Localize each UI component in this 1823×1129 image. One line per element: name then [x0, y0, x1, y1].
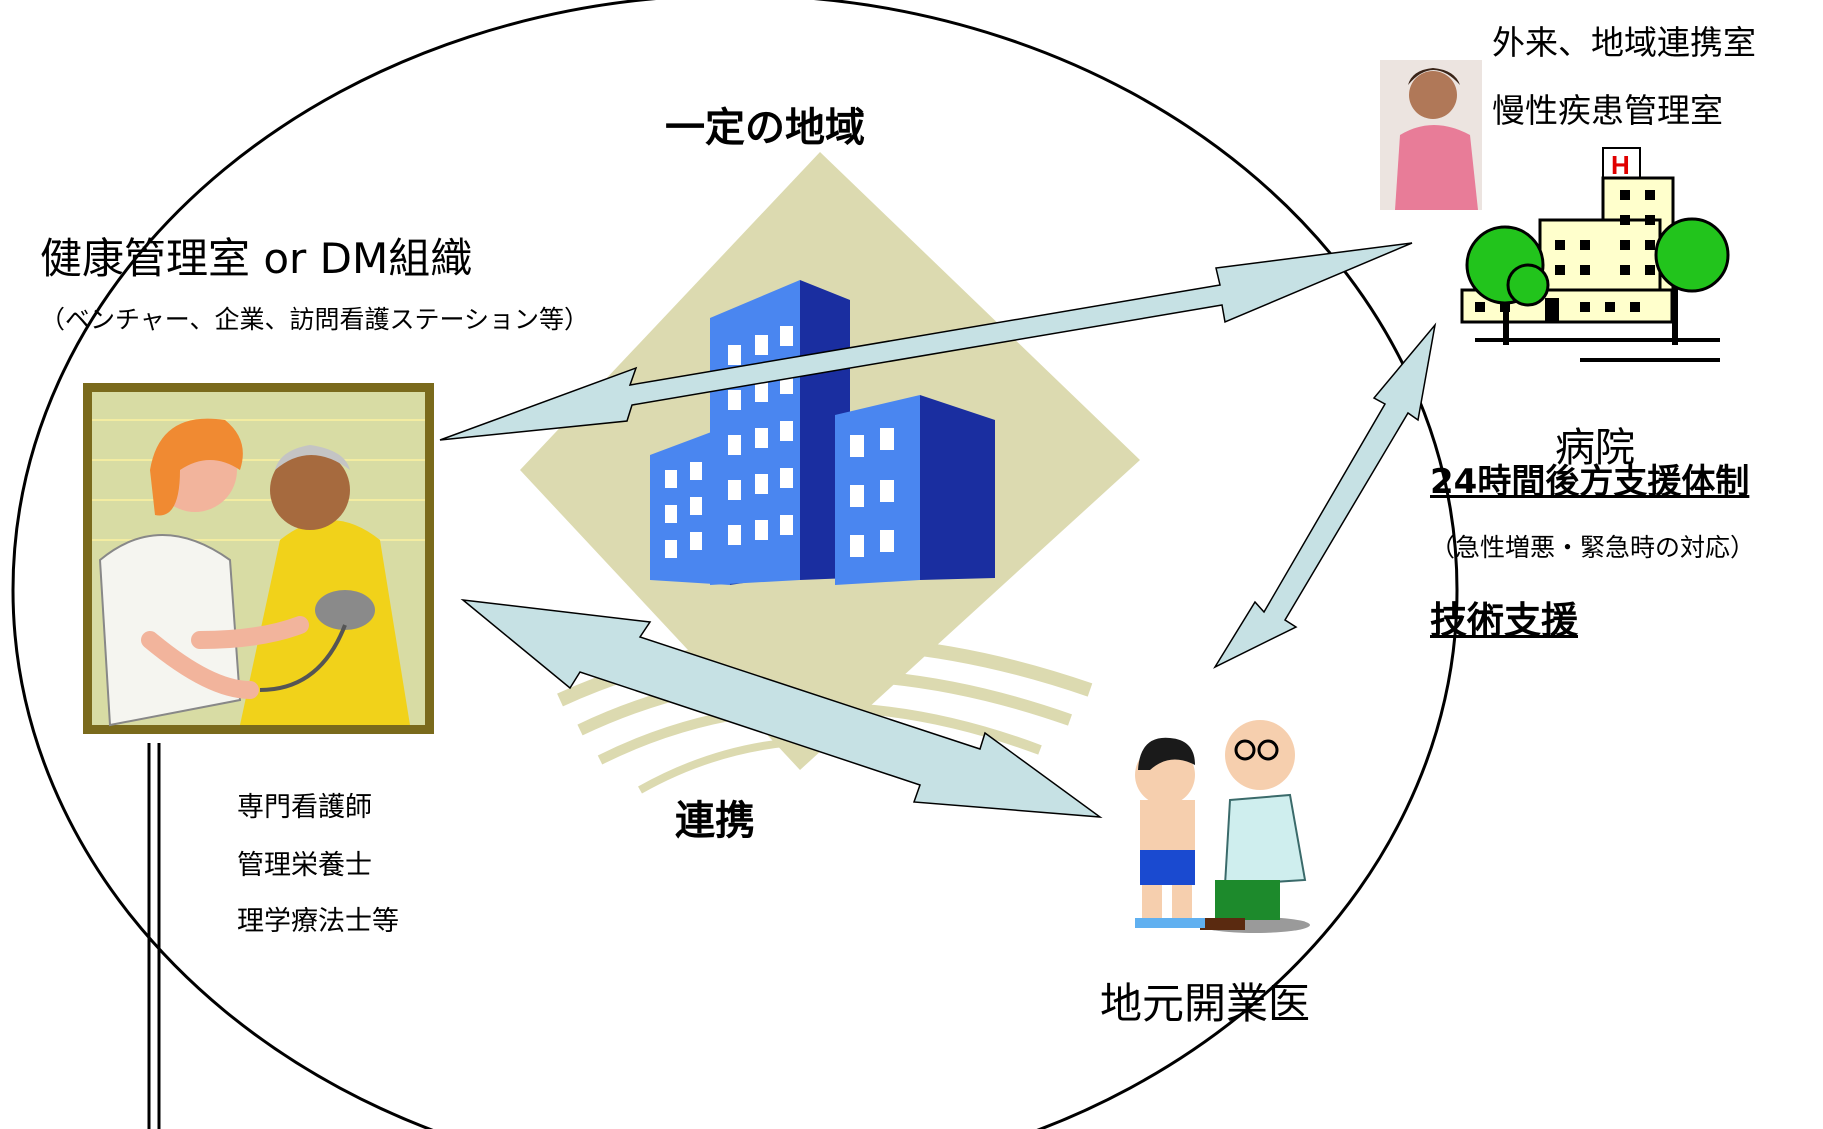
support-24h-label: 24時間後方支援体制 — [1430, 462, 1750, 502]
health-org-title: 健康管理室 or DM組織 — [40, 234, 473, 283]
tech-support-label: 技術支援 — [1430, 599, 1578, 642]
link-label: 連携 — [675, 798, 755, 844]
staff-item: 専門看護師 — [237, 792, 372, 823]
local-doctor-label: 地元開業医 — [1100, 979, 1311, 1028]
hospital-label: 病院 — [1555, 425, 1635, 471]
hospital-building-icon: H — [1460, 147, 1730, 362]
staff-item: 管理栄養士 — [237, 850, 372, 881]
staff-item: 理学療法士等 — [237, 906, 399, 937]
hospital-department: 外来、地域連携室 — [1492, 23, 1756, 62]
health-org-subtitle: （ベンチャー、企業、訪問看護ステーション等） — [40, 305, 590, 334]
svg-text:H: H — [1611, 150, 1630, 180]
arrow-hospital-localdoctor — [1212, 322, 1437, 669]
arrow-org-localdoctor — [460, 598, 1103, 818]
region-label: 一定の地域 — [665, 105, 865, 151]
arrow-org-hospital — [439, 242, 1413, 441]
office-buildings-icon — [520, 152, 1140, 794]
doctor-child-clipart-icon — [1135, 720, 1310, 933]
nurse-patient-clipart-icon — [83, 383, 434, 734]
hospital-department: 慢性疾患管理室 — [1492, 91, 1723, 130]
region-ellipse — [11, 0, 1459, 1129]
nurse-photo-icon — [1380, 60, 1482, 210]
emergency-note: （急性増悪・緊急時の対応） — [1430, 533, 1756, 562]
